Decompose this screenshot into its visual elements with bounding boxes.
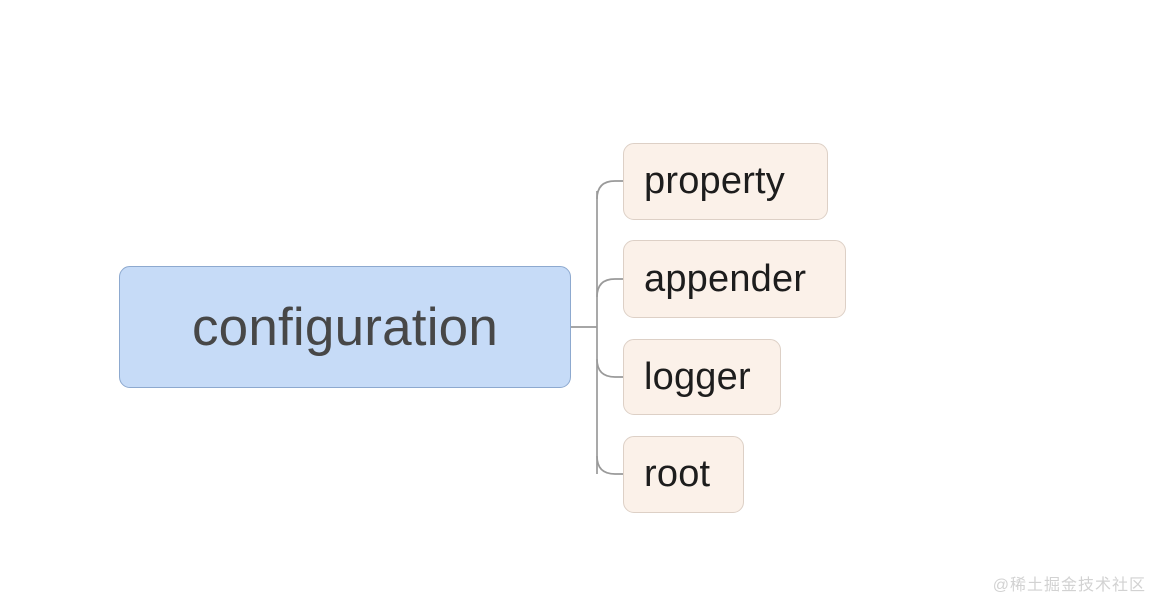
mindmap-child-node-root[interactable]: root [623,436,744,513]
connector-branch-property [596,180,623,200]
mindmap-child-node-appender[interactable]: appender [623,240,846,318]
connector-branch-appender [596,278,623,298]
mindmap-root-node[interactable]: configuration [119,266,571,388]
connector-branch-logger [596,358,623,378]
connector-branch-root [596,455,623,475]
mindmap-child-label-root: root [644,453,711,495]
mindmap-root-label: configuration [191,297,499,357]
watermark-text: @稀土掘金技术社区 [992,577,1146,594]
mindmap-child-node-logger[interactable]: logger [623,339,781,415]
mindmap-child-label-appender: appender [644,257,807,300]
mindmap-child-label-property: property [644,160,786,202]
mindmap-child-label-logger: logger [644,355,751,398]
mindmap-child-node-property[interactable]: property [623,143,828,220]
